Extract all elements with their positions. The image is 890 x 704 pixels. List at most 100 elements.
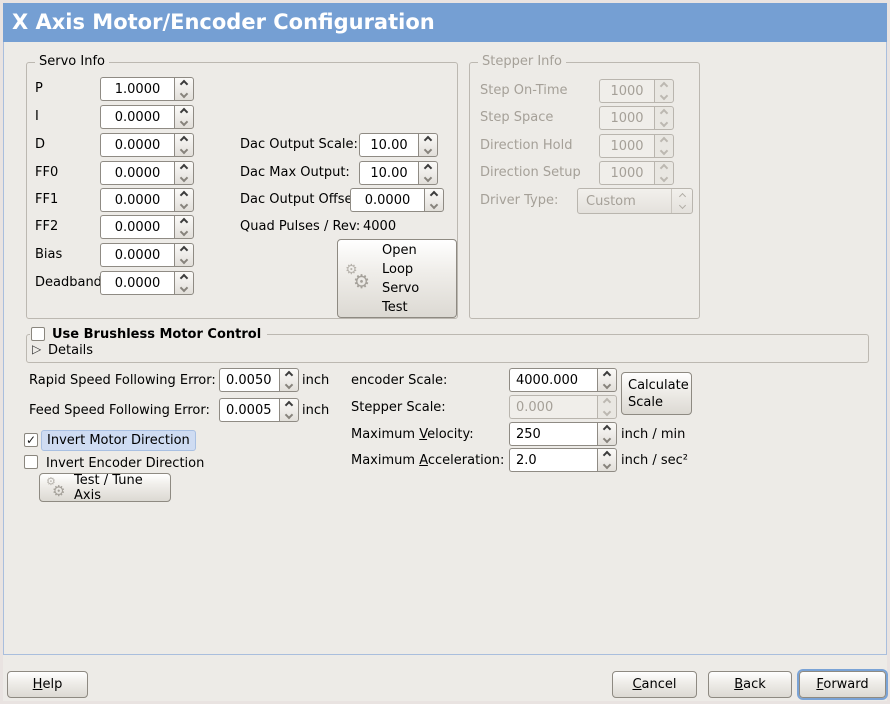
- open-loop-servo-test-button[interactable]: ⚙ ⚙ Open Loop Servo Test: [337, 239, 457, 318]
- spin-up-icon[interactable]: [179, 163, 189, 173]
- spin-up-icon[interactable]: [179, 190, 189, 200]
- spin-down-icon: [659, 118, 669, 128]
- cancel-button[interactable]: Cancel: [612, 671, 697, 698]
- deadband-spinbutton[interactable]: 0.0000: [100, 271, 194, 295]
- rapid-following-error-spinbutton[interactable]: 0.0050: [219, 368, 299, 392]
- stepper-scale-value: 0.000: [509, 395, 597, 419]
- spin-up-icon[interactable]: [179, 217, 189, 227]
- spin-down-icon[interactable]: [602, 380, 612, 390]
- spin-up-icon[interactable]: [179, 107, 189, 117]
- d-spinner[interactable]: [174, 133, 194, 157]
- feed-following-error-value[interactable]: 0.0005: [219, 398, 279, 422]
- spin-down-icon[interactable]: [179, 200, 189, 210]
- d-value[interactable]: 0.0000: [100, 133, 174, 157]
- ff1-value[interactable]: 0.0000: [100, 188, 174, 212]
- dac-max-output-value[interactable]: 10.00: [359, 161, 418, 185]
- max-velocity-value[interactable]: 250: [509, 422, 597, 446]
- dac-max-output-spinner[interactable]: [418, 161, 438, 185]
- rapid-following-error-value[interactable]: 0.0050: [219, 368, 279, 392]
- spin-down-icon[interactable]: [179, 227, 189, 237]
- spin-down-icon[interactable]: [602, 434, 612, 444]
- calculate-scale-button[interactable]: Calculate Scale: [621, 372, 692, 415]
- spin-up-icon[interactable]: [423, 135, 433, 145]
- spin-up-icon[interactable]: [179, 245, 189, 255]
- dac-output-scale-value[interactable]: 10.00: [359, 133, 418, 157]
- use-brushless-checkbox[interactable]: [31, 327, 45, 341]
- max-velocity-spinner[interactable]: [597, 422, 617, 446]
- spin-down-icon[interactable]: [423, 173, 433, 183]
- p-spinner[interactable]: [174, 77, 194, 101]
- spin-up-icon[interactable]: [179, 135, 189, 145]
- encoder-scale-spinner[interactable]: [597, 368, 617, 392]
- bias-value[interactable]: 0.0000: [100, 243, 174, 267]
- max-acceleration-spinner[interactable]: [597, 448, 617, 472]
- dac-output-scale-spinner[interactable]: [418, 133, 438, 157]
- use-brushless-label[interactable]: Use Brushless Motor Control: [52, 326, 262, 342]
- ff2-spinbutton[interactable]: 0.0000: [100, 215, 194, 239]
- encoder-scale-value[interactable]: 4000.000: [509, 368, 597, 392]
- spin-down-icon[interactable]: [284, 380, 294, 390]
- p-spinbutton[interactable]: 1.0000: [100, 77, 194, 101]
- spin-up-icon: [602, 397, 612, 407]
- spin-up-icon[interactable]: [602, 370, 612, 380]
- spin-down-icon[interactable]: [179, 89, 189, 99]
- dac-output-scale-spinbutton[interactable]: 10.00: [359, 133, 438, 157]
- encoder-scale-spinbutton[interactable]: 4000.000: [509, 368, 617, 392]
- i-value[interactable]: 0.0000: [100, 105, 174, 129]
- i-spinner[interactable]: [174, 105, 194, 129]
- spin-up-icon[interactable]: [284, 370, 294, 380]
- rapid-following-error-spinner[interactable]: [279, 368, 299, 392]
- dac-output-offset-spinbutton[interactable]: 0.0000: [350, 188, 444, 212]
- dac-output-offset-spinner[interactable]: [424, 188, 444, 212]
- invert-motor-checkbox[interactable]: ✓: [24, 433, 38, 447]
- feed-following-error-spinbutton[interactable]: 0.0005: [219, 398, 299, 422]
- spin-down-icon[interactable]: [179, 255, 189, 265]
- spin-up-icon[interactable]: [179, 79, 189, 89]
- max-acceleration-spinbutton[interactable]: 2.0: [509, 448, 617, 472]
- spin-down-icon[interactable]: [179, 173, 189, 183]
- feed-following-error-spinner[interactable]: [279, 398, 299, 422]
- invert-encoder-label[interactable]: Invert Encoder Direction: [46, 456, 205, 471]
- spin-up-icon[interactable]: [179, 273, 189, 283]
- dac-max-output-spinbutton[interactable]: 10.00: [359, 161, 438, 185]
- ff0-spinbutton[interactable]: 0.0000: [100, 161, 194, 185]
- ff0-value[interactable]: 0.0000: [100, 161, 174, 185]
- help-button[interactable]: Help: [7, 671, 88, 698]
- p-value[interactable]: 1.0000: [100, 77, 174, 101]
- dac-output-offset-value[interactable]: 0.0000: [350, 188, 424, 212]
- ff2-value[interactable]: 0.0000: [100, 215, 174, 239]
- spin-up-icon[interactable]: [423, 163, 433, 173]
- spin-up-icon[interactable]: [284, 400, 294, 410]
- spin-up-icon[interactable]: [429, 190, 439, 200]
- details-expander-label[interactable]: Details: [48, 343, 94, 358]
- invert-encoder-checkbox[interactable]: [24, 455, 38, 469]
- back-button[interactable]: Back: [708, 671, 792, 698]
- expander-arrow-icon[interactable]: ▷: [32, 342, 42, 356]
- test-tune-axis-button[interactable]: ⚙ ⚙ Test / Tune Axis: [39, 473, 171, 503]
- dropdown-arrows-icon: [672, 189, 692, 213]
- ff1-spinner[interactable]: [174, 188, 194, 212]
- i-spinbutton[interactable]: 0.0000: [100, 105, 194, 129]
- spin-up-icon[interactable]: [602, 424, 612, 434]
- spin-down-icon[interactable]: [429, 200, 439, 210]
- bias-spinbutton[interactable]: 0.0000: [100, 243, 194, 267]
- d-spinbutton[interactable]: 0.0000: [100, 133, 194, 157]
- spin-down-icon[interactable]: [179, 145, 189, 155]
- invert-motor-label[interactable]: Invert Motor Direction: [41, 430, 196, 451]
- spin-down-icon[interactable]: [602, 460, 612, 470]
- spin-up-icon[interactable]: [602, 450, 612, 460]
- ff2-spinner[interactable]: [174, 215, 194, 239]
- max-velocity-spinbutton[interactable]: 250: [509, 422, 617, 446]
- deadband-value[interactable]: 0.0000: [100, 271, 174, 295]
- ff0-spinner[interactable]: [174, 161, 194, 185]
- spin-down-icon[interactable]: [423, 145, 433, 155]
- forward-button[interactable]: Forward: [799, 671, 886, 698]
- max-acceleration-value[interactable]: 2.0: [509, 448, 597, 472]
- spin-down-icon[interactable]: [179, 283, 189, 293]
- direction-setup-value: 1000: [599, 161, 654, 185]
- spin-down-icon[interactable]: [179, 117, 189, 127]
- ff1-spinbutton[interactable]: 0.0000: [100, 188, 194, 212]
- spin-down-icon[interactable]: [284, 410, 294, 420]
- bias-spinner[interactable]: [174, 243, 194, 267]
- deadband-spinner[interactable]: [174, 271, 194, 295]
